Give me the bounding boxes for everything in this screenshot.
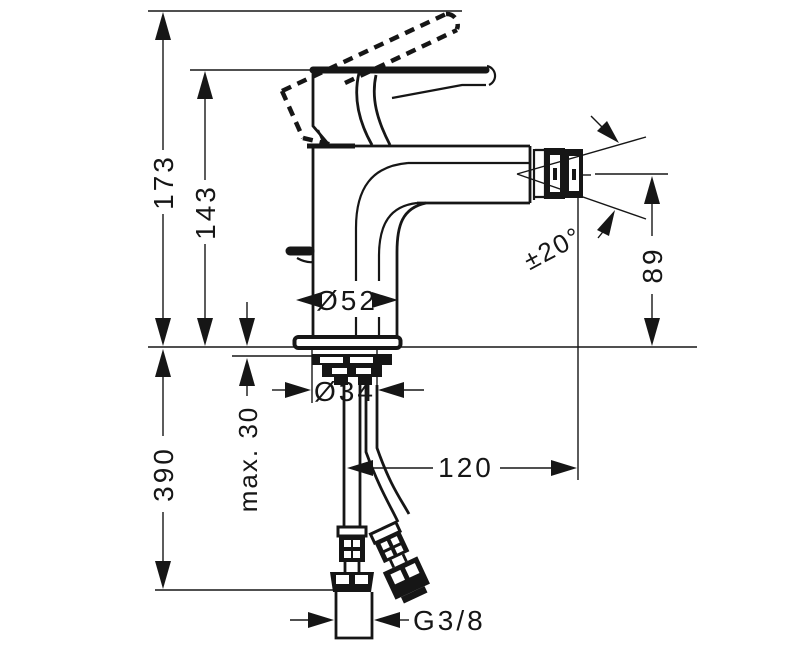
dim-label-swivel: ±20° (519, 220, 587, 275)
dim-thread-size: G3/8 (290, 605, 486, 636)
hose-fitting-angled (368, 520, 430, 604)
dim-hose-length: 390 (148, 349, 179, 589)
dim-max-mounting-thickness: max. 30 (233, 302, 263, 512)
dim-overall-height: 173 (148, 12, 179, 346)
dim-spout-reach: 120 (347, 452, 577, 483)
dim-label-120: 120 (438, 452, 494, 483)
reference-lines (148, 10, 697, 591)
dim-shaft-diameter: Ø34 (272, 376, 424, 407)
faucet-body (279, 11, 591, 640)
dim-label-89: 89 (637, 246, 668, 283)
dim-handle-height: 143 (190, 71, 221, 346)
thread-end (334, 592, 374, 640)
dim-label-g38: G3/8 (413, 605, 486, 636)
spout (311, 144, 536, 338)
lever-handle (307, 64, 497, 149)
dim-label-max30: max. 30 (233, 406, 263, 513)
mounting-hardware (312, 354, 392, 385)
popup-rod-knob (285, 246, 315, 264)
dim-swivel-angle: ±20° (516, 115, 647, 276)
handle-raised-dashed-upper (281, 11, 447, 94)
dim-label-143: 143 (190, 184, 221, 240)
dim-label-173: 173 (148, 154, 179, 210)
dim-label-d34: Ø34 (314, 376, 376, 407)
dim-outlet-height: 89 (637, 176, 668, 346)
handle-raised-dashed-lower (344, 27, 458, 86)
base-plate (292, 335, 403, 350)
dim-label-390: 390 (148, 446, 179, 502)
supply-pipes (342, 385, 411, 528)
dim-label-d52: Ø52 (316, 285, 378, 316)
aerator (535, 148, 591, 199)
dim-base-diameter: Ø52 (296, 285, 398, 316)
hose-fitting-straight (330, 525, 374, 640)
